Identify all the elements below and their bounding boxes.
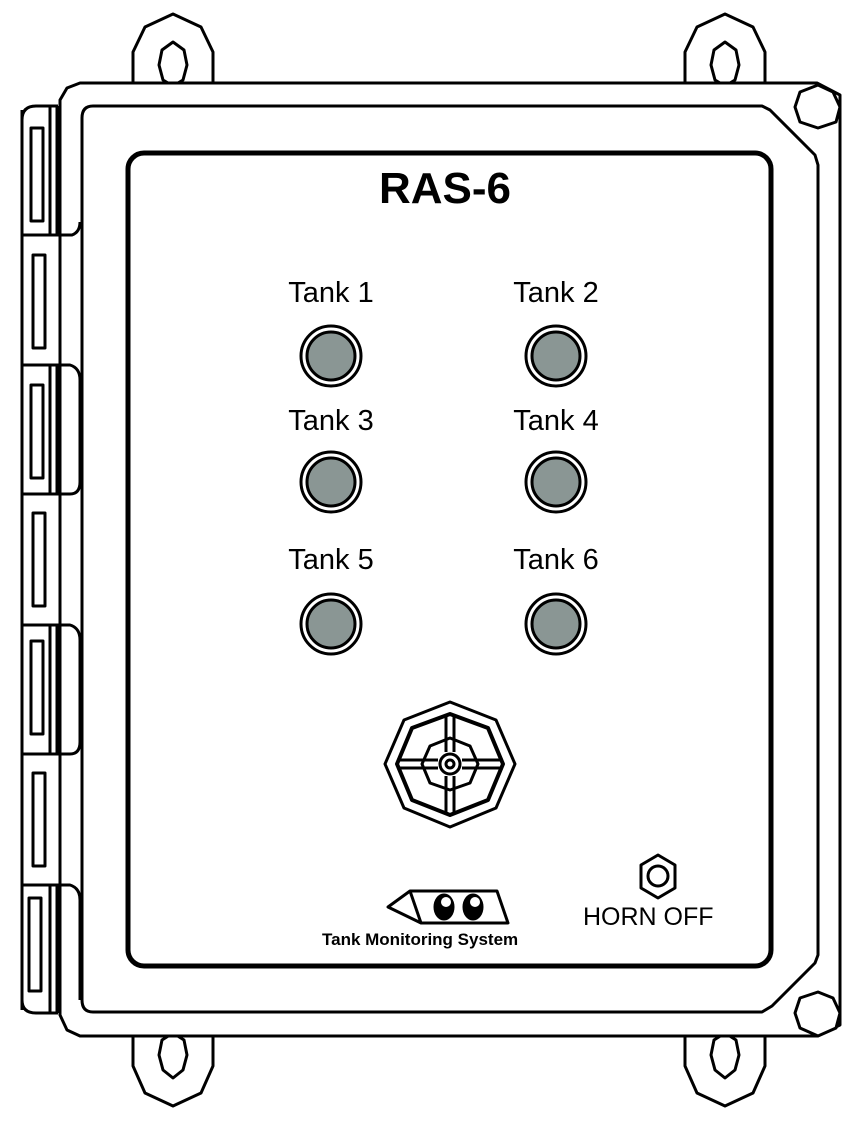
hinge-strip	[20, 104, 82, 1015]
mounting-tab-top-right	[683, 12, 767, 88]
brand-tagline: Tank Monitoring System	[322, 930, 519, 949]
horn-off-label: HORN OFF	[583, 903, 714, 931]
tank-6-label: Tank 6	[513, 544, 599, 576]
led-tank-1	[299, 324, 363, 388]
tank-4-label: Tank 4	[513, 405, 599, 437]
mounting-tab-bottom-right	[683, 1031, 767, 1108]
led-tank-3	[299, 450, 363, 514]
tank-5-label: Tank 5	[288, 544, 374, 576]
corner-screw-bottom-right	[793, 990, 842, 1038]
tank-1-label: Tank 1	[288, 277, 374, 309]
mounting-tab-bottom-left	[131, 1031, 215, 1108]
horn-speaker-icon	[383, 700, 517, 829]
horn-off-button[interactable]	[639, 853, 677, 900]
tank-3-label: Tank 3	[288, 405, 374, 437]
mounting-tab-top-left	[131, 12, 215, 88]
led-tank-4	[524, 450, 588, 514]
led-tank-2	[524, 324, 588, 388]
corner-screw-top-right	[793, 83, 842, 130]
led-tank-5	[299, 592, 363, 656]
door-frame	[80, 104, 820, 1014]
led-tank-6	[524, 592, 588, 656]
model-title: RAS-6	[378, 164, 512, 213]
tank-2-label: Tank 2	[513, 277, 599, 309]
eyes-logo-icon	[386, 889, 510, 925]
faceplate	[125, 150, 774, 969]
